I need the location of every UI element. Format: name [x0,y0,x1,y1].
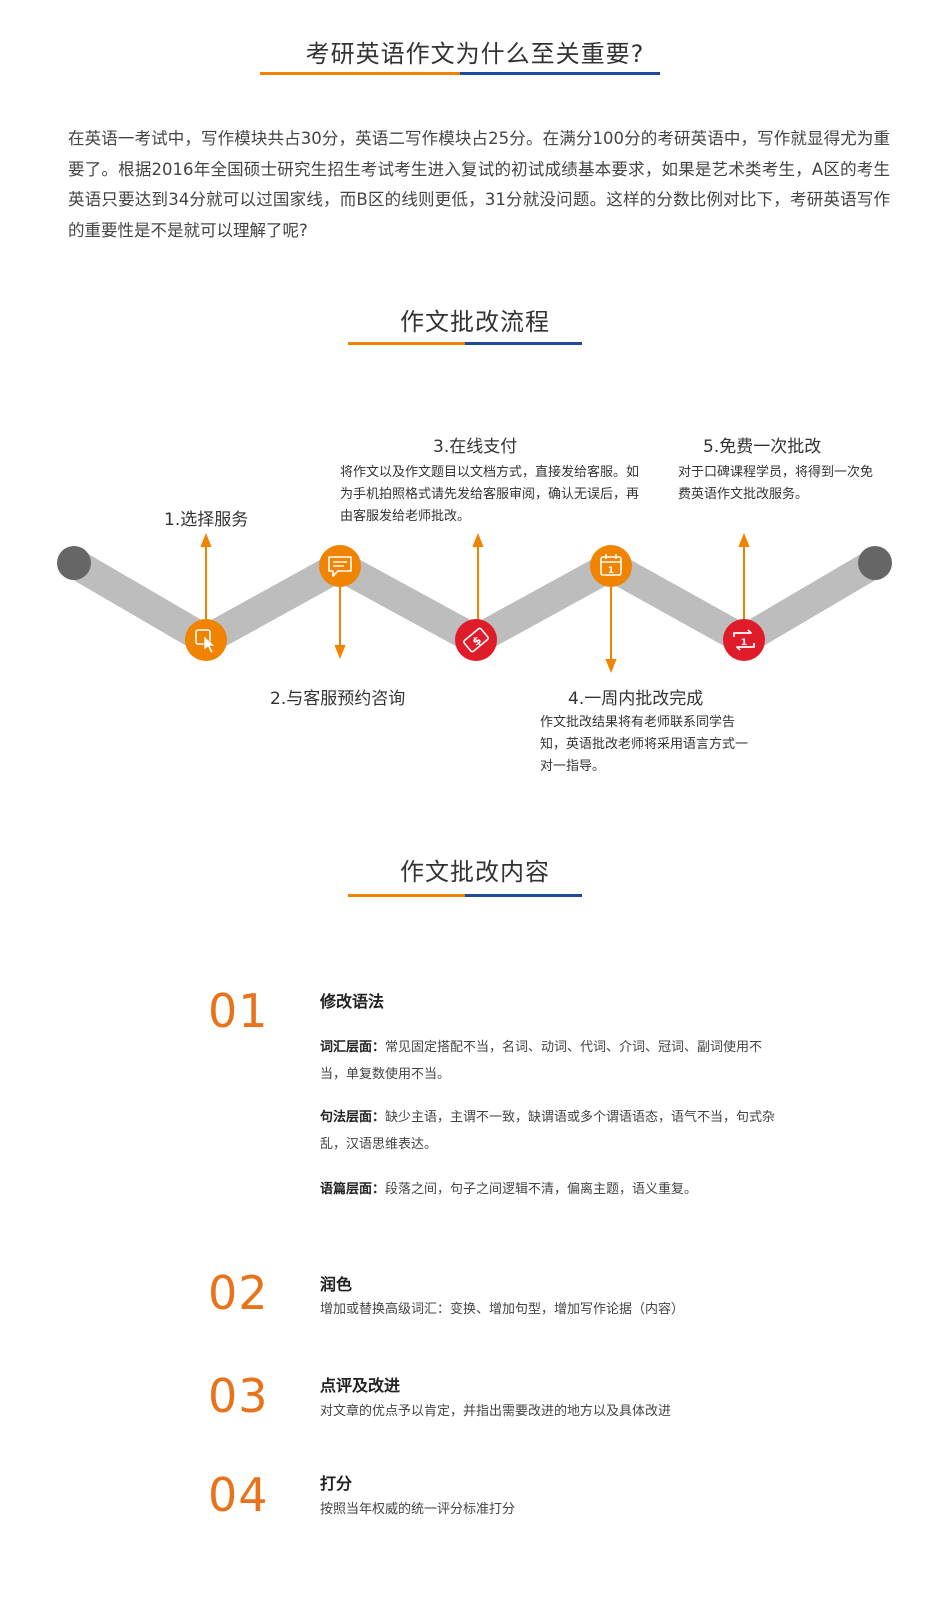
item-title: 修改语法 [320,992,385,1011]
item-detail-vocabulary: 词汇层面：常见固定搭配不当，名词、动词、代词、介词、冠词、副词使用不当，单复数使… [320,1034,780,1088]
item-title: 点评及改进 [320,1376,401,1395]
svg-text:1: 1 [608,566,614,576]
detail-text: 常见固定搭配不当，名词、动词、代词、介词、冠词、副词使用不当，单复数使用不当。 [320,1040,763,1082]
section2-title: 作文批改流程 [400,308,550,336]
process-flow: $ 1 1 [57,533,892,673]
track-start-dot [57,546,91,580]
detail-label: 句法层面： [320,1110,386,1125]
item-text: 对文章的优点予以肯定，并指出需要改进的地方以及具体改进 [320,1404,672,1419]
calendar-icon: 1 [590,545,632,587]
detail-text: 缺少主语，主谓不一致，缺谓语或多个谓语语态，语气不当，句式杂乱，汉语思维表达。 [320,1110,776,1152]
item-detail-discourse: 语篇层面：段落之间，句子之间逻辑不清，偏离主题，语义重复。 [320,1176,780,1203]
item-detail-syntax: 句法层面：缺少主语，主谓不一致，缺谓语或多个谓语语态，语气不当，句式杂乱，汉语思… [320,1104,780,1158]
step-4-label: 4.一周内批改完成 [568,689,704,709]
item-number: 02 [208,1266,269,1320]
item-number: 01 [208,984,269,1038]
detail-text: 段落之间，句子之间逻辑不清，偏离主题，语义重复。 [385,1182,698,1197]
step-2-label: 2.与客服预约咨询 [270,689,406,709]
step-5-label: 5.免费一次批改 [703,437,822,457]
svg-text:1: 1 [741,638,747,648]
item-title: 润色 [320,1275,353,1294]
title-underline-blue [465,342,582,345]
section1-title: 考研英语作文为什么至关重要? [305,40,645,68]
step-5-desc: 对于口碑课程学员，将得到一次免费英语作文批改服务。 [678,465,874,502]
item-text: 按照当年权威的统一评分标准打分 [320,1502,516,1517]
step-4-desc: 作文批改结果将有老师联系同学告知，英语批改老师将采用语言方式一对一指导。 [540,715,749,774]
step-3-desc: 将作文以及作文题目以文档方式，直接发给客服。如为手机拍照格式请先发给客服审阅，确… [340,465,640,524]
payment-icon: $ [455,619,497,661]
title-underline-blue [460,72,660,75]
title-underline-orange [260,72,460,75]
step-1-label: 1.选择服务 [164,510,249,530]
title-underline-orange [348,342,465,345]
item-title: 打分 [320,1474,353,1493]
track-end-dot [858,546,892,580]
chat-bubble-icon [319,545,361,587]
item-text: 增加或替换高级词汇：变换、增加句型，增加写作论据（内容） [320,1302,685,1317]
detail-label: 词汇层面： [320,1040,386,1055]
title-underline-orange [348,894,465,897]
intro-paragraph: 在英语一考试中，写作模块共占30分，英语二写作模块占25分。在满分100分的考研… [68,129,890,240]
step-3-label: 3.在线支付 [433,437,518,457]
detail-label: 语篇层面： [320,1182,386,1197]
item-number: 04 [208,1468,269,1522]
repeat-once-icon: 1 [723,619,765,661]
cursor-click-icon [185,619,227,661]
title-underline-blue [465,894,582,897]
item-number: 03 [208,1369,269,1423]
section3-title: 作文批改内容 [400,858,550,886]
